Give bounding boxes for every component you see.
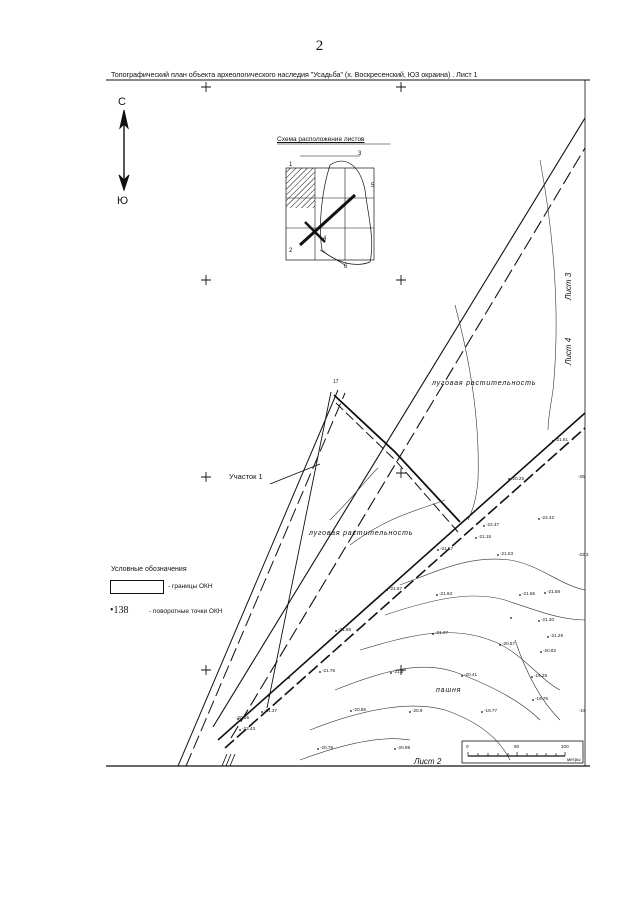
elevation-label: -20.25	[511, 476, 525, 481]
schema-sheet-1: 1	[289, 162, 293, 168]
elevation-label: -22.42	[541, 515, 555, 520]
scale-unit: метры	[567, 757, 581, 762]
elevation-label: -19	[579, 708, 586, 713]
elevation-label: -21.63	[439, 591, 453, 596]
north-label: С	[118, 96, 126, 108]
elevation-label: -25	[578, 474, 585, 479]
elevation-label: -21.29	[550, 633, 564, 638]
field-label: пашня	[436, 687, 462, 694]
contour-lines	[299, 159, 586, 761]
elevation-label: -21.61	[555, 437, 569, 442]
road	[177, 117, 586, 767]
scale-tick-50: 50	[514, 744, 520, 749]
elevation-label: -20.41	[464, 672, 478, 677]
schema-sheet-6: 6	[344, 264, 348, 270]
elevation-label: -22.3	[578, 552, 589, 557]
map-title: Топографический план объекта археологиче…	[111, 70, 478, 79]
south-label: Ю	[117, 195, 129, 207]
plot-leader	[269, 463, 321, 485]
scale-bar	[461, 740, 584, 764]
vegetation-label: луговая растительность	[432, 380, 537, 387]
elevation-label: -21.57	[440, 546, 454, 551]
okn-boundary	[266, 391, 461, 709]
elevation-label: -21.15	[478, 534, 492, 539]
legend-point-symbol: •138	[110, 605, 129, 616]
sheet-label-4: Лист 4	[564, 337, 573, 365]
elevation-label: -21.58	[547, 589, 561, 594]
schema-sheet-2: 2	[289, 248, 293, 254]
sheet-label-3: Лист 3	[564, 272, 573, 300]
legend-point-label: - поворотные точки ОКН	[149, 608, 223, 615]
legend-boundary-swatch	[110, 580, 164, 594]
elevation-label: -21.85	[338, 627, 352, 632]
grid-crosses	[201, 82, 406, 675]
elevation-label: -21.57	[389, 586, 403, 591]
corner-hatch	[221, 753, 236, 767]
turning-point-label: 17	[333, 379, 339, 385]
elevation-label: -21.53	[500, 551, 514, 556]
elevation-label: -21.37	[264, 708, 278, 713]
schema-sheet-3: 3	[358, 151, 362, 157]
elevation-label: -21.76	[322, 668, 336, 673]
elevation-label: -20.85	[353, 707, 367, 712]
elevation-label: -20.9	[412, 708, 423, 713]
elevation-label: -22.47	[486, 522, 500, 527]
elevation-label: -21.65	[522, 591, 536, 596]
plot-label: Участок 1	[229, 472, 263, 481]
schema-title: Схема расположение листов	[277, 136, 365, 143]
schema-sheet-5: 5	[371, 183, 375, 189]
page-number: 2	[315, 38, 324, 54]
field-road	[217, 412, 586, 749]
elevation-label: -21.30	[541, 617, 555, 622]
elevation-label: -21.27	[435, 630, 449, 635]
elevation-label: -20.56	[236, 715, 250, 720]
elevation-label: -20.78	[320, 745, 334, 750]
elevation-label: -19.28	[534, 673, 548, 678]
elevation-label: -20.82	[543, 648, 557, 653]
schema-sheet-4: 4	[323, 236, 327, 242]
elevation-label: -21.9	[393, 669, 404, 674]
scale-tick-100: 100	[561, 744, 569, 749]
north-arrow-icon	[118, 109, 130, 192]
legend-title: Условные обозначения	[111, 566, 187, 573]
sheet-label-2: Лист 2	[414, 757, 442, 766]
elevation-label: -20.99	[397, 745, 411, 750]
elevation-markers	[237, 440, 554, 750]
elevation-label: -23.43	[242, 726, 256, 731]
sheet-schema	[277, 143, 390, 266]
legend-boundary-label: - границы ОКН	[168, 583, 213, 590]
elevation-label: -19.77	[484, 708, 498, 713]
elevation-label: -20.57	[502, 641, 516, 646]
scale-tick-0: 0	[466, 744, 469, 749]
elevation-label: -19.76	[535, 696, 549, 701]
vegetation-label: луговая растительность	[309, 530, 414, 537]
